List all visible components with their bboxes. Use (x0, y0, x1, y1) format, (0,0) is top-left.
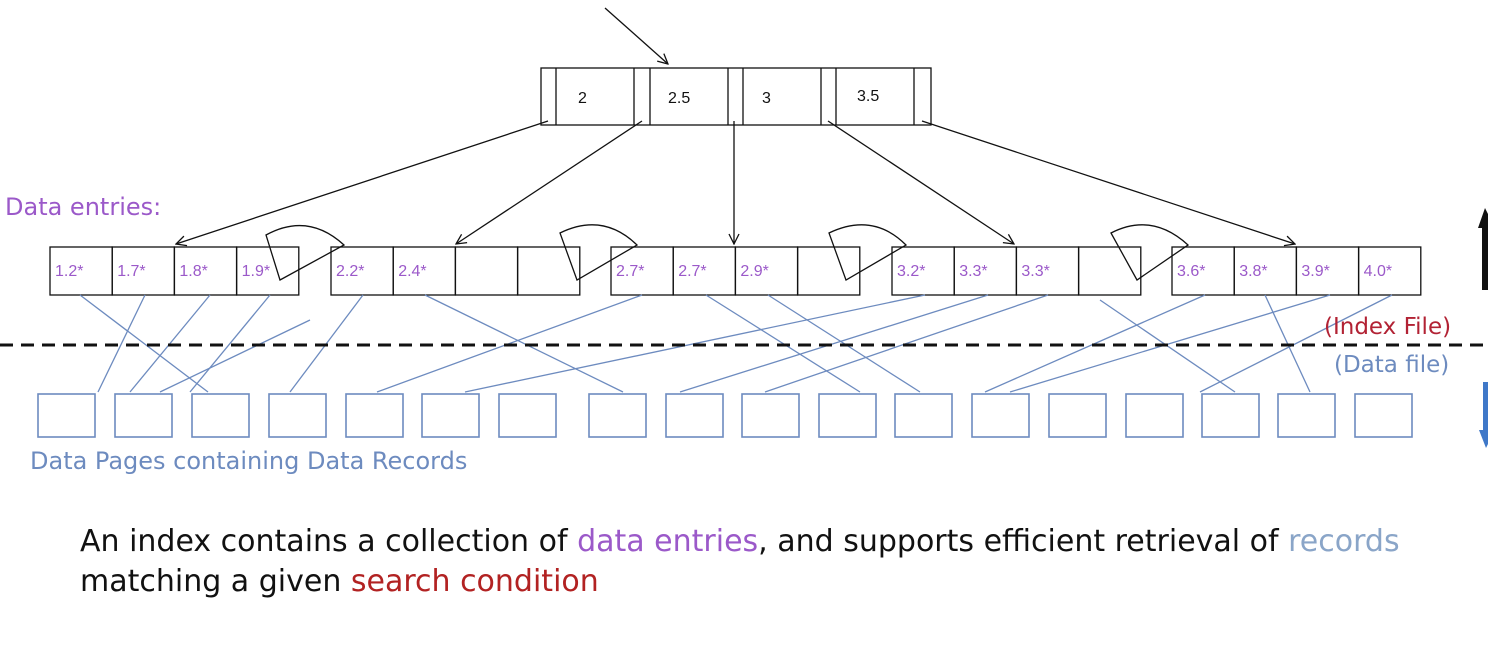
data-page (1048, 393, 1107, 438)
caption-text: matching a given (80, 564, 351, 599)
entry-page-connector (97, 294, 146, 393)
index-file-label: (Index File) (1324, 314, 1451, 340)
data-page (345, 393, 404, 438)
data-pages (37, 393, 1413, 438)
data-entry-cell (1077, 246, 1142, 296)
data-page (114, 393, 173, 438)
entry-page-connector (79, 294, 209, 393)
leaf-node: 1.2* 1.7* 1.8* 1.9* (49, 246, 300, 296)
data-entry-label: 2.9* (740, 263, 768, 280)
data-entry-label: 4.0* (1364, 263, 1392, 280)
leaf-layer: 1.2* 1.7* 1.8* 1.9* 2.2* 2.4* 2.7* 2.7* 2.9* 3.2*… (49, 246, 1422, 296)
root-node: 2 2.5 3 3.5 (540, 67, 932, 126)
data-entry-label: 1.9* (242, 263, 270, 280)
leaf-node: 3.2* 3.3* 3.3* (891, 246, 1142, 296)
caption-records: records (1288, 524, 1400, 559)
data-entry-label: 2.7* (616, 263, 644, 280)
leaf-sibling-links (265, 224, 1190, 281)
down-arrow-icon (1479, 382, 1488, 448)
leaf-node: 3.6* 3.8* 3.9* 4.0* (1171, 246, 1422, 296)
leaf-node: 2.2* 2.4* (330, 246, 581, 296)
entry-page-connector (1009, 294, 1331, 393)
up-arrow-icon (1478, 208, 1488, 290)
root-child-arrow (827, 120, 1014, 244)
data-entry-cell (516, 246, 581, 296)
data-page (191, 393, 250, 438)
data-entry-label: 1.7* (117, 263, 145, 280)
data-page (1354, 393, 1413, 438)
data-entry-cell (235, 246, 300, 296)
caption-text: , and supports efficient retrieval of (758, 524, 1289, 559)
data-page (498, 393, 557, 438)
entry-page-connector (189, 294, 271, 393)
data-page (665, 393, 724, 438)
data-page (971, 393, 1030, 438)
data-entry-label: 2.7* (678, 263, 706, 280)
data-entry-cell (454, 246, 519, 296)
caption-text: An index contains a collection of (80, 524, 578, 559)
data-page (1201, 393, 1260, 438)
root-key: 2 (578, 90, 587, 107)
data-entry-label: 1.8* (179, 263, 207, 280)
data-entry-label: 3.3* (1021, 263, 1049, 280)
data-page (741, 393, 800, 438)
data-page (37, 393, 96, 438)
data-entry-label: 3.9* (1301, 263, 1329, 280)
data-entry-label: 2.2* (336, 263, 364, 280)
data-entry-label: 3.6* (1177, 263, 1205, 280)
entry-page-connector (424, 294, 624, 393)
data-page (421, 393, 480, 438)
data-page (894, 393, 953, 438)
data-page (268, 393, 327, 438)
data-page (818, 393, 877, 438)
entry-page-connector (1199, 294, 1393, 393)
root-pointer-arrow (604, 7, 668, 64)
data-entry-label: 3.8* (1239, 263, 1267, 280)
data-file-label: (Data file) (1334, 352, 1449, 378)
root-child-arrow (456, 120, 643, 244)
root-key: 3.5 (857, 88, 879, 105)
root-key: 3 (762, 90, 771, 107)
data-entry-label: 3.3* (959, 263, 987, 280)
leaf-node: 2.7* 2.7* 2.9* (610, 246, 861, 296)
sibling-link-icon (1110, 224, 1190, 281)
caption-data-entries: data entries (577, 524, 759, 559)
data-page (1125, 393, 1184, 438)
sibling-link-icon (265, 224, 346, 281)
data-entry-label: 1.2* (55, 263, 83, 280)
data-entries-label: Data entries: (5, 193, 161, 221)
root-child-arrow (921, 120, 1295, 244)
b-tree-index-diagram: 2 2.5 3 3.5 1.2* 1.7* 1.8* 1.9* 2.2* 2.4* 2.7*… (0, 7, 1488, 475)
data-entry-cell (1357, 246, 1422, 296)
data-pages-label: Data Pages containing Data Records (30, 447, 467, 475)
data-page (1277, 393, 1336, 438)
sibling-link-icon (559, 224, 639, 281)
root-key: 2.5 (668, 90, 690, 107)
caption: An index contains a collection of data e… (80, 522, 1420, 602)
data-entry-label: 3.2* (897, 263, 925, 280)
entry-page-connector (679, 294, 989, 393)
data-entry-label: 2.4* (398, 263, 426, 280)
data-page (588, 393, 647, 438)
root-child-arrow (176, 120, 549, 244)
sibling-link-icon (828, 224, 908, 281)
caption-search-condition: search condition (350, 564, 599, 599)
entry-page-connector (159, 319, 311, 393)
data-entry-cell (796, 246, 861, 296)
